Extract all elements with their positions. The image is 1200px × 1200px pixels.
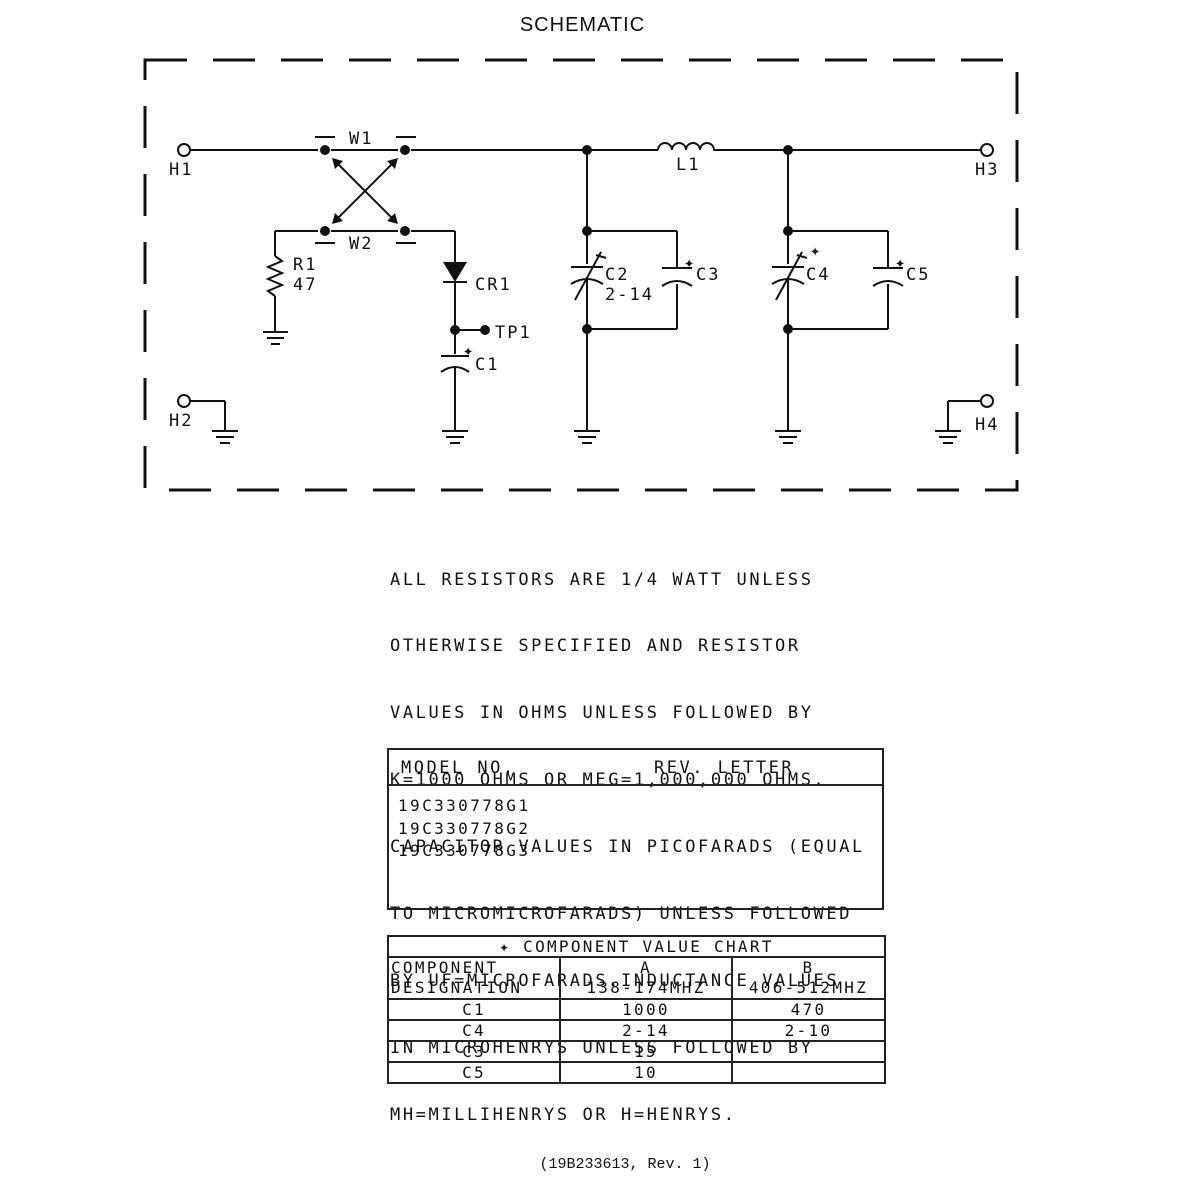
chart-cell-component: C4 [387, 1019, 561, 1042]
label-r1-value: 47 [293, 275, 317, 295]
model-number-table: MODEL NO. REV. LETTER 19C330778G1 19C330… [387, 748, 884, 910]
chart-cell-a: 15 [559, 1040, 733, 1063]
label-w2: W2 [349, 234, 373, 254]
drawing-reference: (19B233613, Rev. 1) [539, 1156, 711, 1173]
label-r1: R1 [293, 255, 317, 275]
chart-cell-a: 10 [559, 1061, 733, 1084]
label-c5: C5 [906, 265, 930, 285]
ground-symbol-c1 [442, 430, 468, 444]
chart-cell-component: C3 [387, 1040, 561, 1063]
schematic-border [143, 58, 1019, 492]
svg-text:✦: ✦ [463, 341, 475, 361]
model-row: 19C330778G3 [398, 841, 531, 860]
jumper-cross-2 [333, 159, 397, 223]
chart-col1-header: COMPONENT DESIGNATION [387, 956, 561, 1000]
terminal-h2 [177, 394, 191, 408]
resistor-r1 [265, 255, 285, 297]
schematic-title: SCHEMATIC [519, 14, 646, 36]
ground-symbol-h4 [935, 430, 961, 444]
model-row: 19C330778G1 [398, 796, 531, 815]
capacitor-c3 [661, 280, 693, 287]
terminal-h4 [980, 394, 994, 408]
label-c4: C4 [806, 265, 830, 285]
label-c3: C3 [696, 265, 720, 285]
chart-cell-b [731, 1040, 886, 1063]
inductor-l1 [657, 142, 717, 151]
terminal-h3 [980, 143, 994, 157]
chart-cell-b: 470 [731, 998, 886, 1021]
chart-cell-a: 2-14 [559, 1019, 733, 1042]
svg-text:✦: ✦ [895, 253, 907, 273]
note-line: VALUES IN OHMS UNLESS FOLLOWED BY [390, 703, 814, 724]
ground-symbol-r1 [263, 331, 288, 345]
svg-text:✦: ✦ [810, 241, 822, 261]
chart-title: ✦ COMPONENT VALUE CHART [387, 935, 886, 958]
model-row: 19C330778G2 [398, 818, 531, 838]
note-line: ALL RESISTORS ARE 1/4 WATT UNLESS [390, 569, 814, 590]
table-row: C4 2-14 2-10 [387, 1019, 886, 1042]
label-w1: W1 [349, 129, 373, 149]
chart-col3-header: B 406-512MHZ [731, 956, 886, 1000]
ground-symbol-c4 [775, 430, 801, 444]
test-point-tp1 [480, 325, 490, 335]
label-c2: C2 [605, 265, 629, 285]
label-h3: H3 [975, 160, 999, 180]
label-h1: H1 [169, 160, 193, 180]
svg-text:✦: ✦ [684, 253, 696, 273]
schematic-diagram: ✦ ✦ ✦ ✦ H1 H2 H3 H4 W1 W2 L1 R1 47 CR1 T… [143, 58, 1019, 492]
ground-symbol-c2 [574, 430, 600, 444]
label-l1: L1 [676, 155, 700, 175]
component-value-chart: ✦ COMPONENT VALUE CHART COMPONENT DESIGN… [387, 935, 886, 1084]
label-h4: H4 [975, 415, 999, 435]
note-line: OTHERWISE SPECIFIED AND RESISTOR [390, 636, 801, 657]
table-row: C3 15 [387, 1040, 886, 1063]
note-line: CAPACITOR VALUES IN PICOFARADS (EQUAL [390, 837, 865, 858]
chart-cell-a: 1000 [559, 998, 733, 1021]
label-tp1: TP1 [495, 323, 532, 343]
chart-cell-b: 2-10 [731, 1019, 886, 1042]
label-cr1: CR1 [475, 275, 512, 295]
table-row: C5 10 [387, 1061, 886, 1084]
label-h2: H2 [169, 411, 193, 431]
capacitor-c5 [872, 280, 904, 287]
terminal-h1 [177, 143, 191, 157]
label-c2-value: 2-14 [605, 285, 654, 305]
ground-symbol-h2 [212, 430, 238, 444]
model-table-header: MODEL NO. REV. LETTER [389, 750, 882, 786]
chart-cell-component: C5 [387, 1061, 561, 1084]
table-row: C1 1000 470 [387, 998, 886, 1021]
model-no-header: MODEL NO. [401, 758, 516, 778]
rev-letter-header: REV. LETTER [654, 758, 795, 778]
note-line: MH=MILLIHENRYS OR H=HENRYS. [390, 1104, 737, 1125]
chart-cell-component: C1 [387, 998, 561, 1021]
chart-col2-header: A 138-174MHZ [559, 956, 733, 1000]
label-c1: C1 [475, 355, 499, 375]
chart-cell-b [731, 1061, 886, 1084]
diode-cr1 [443, 262, 467, 282]
